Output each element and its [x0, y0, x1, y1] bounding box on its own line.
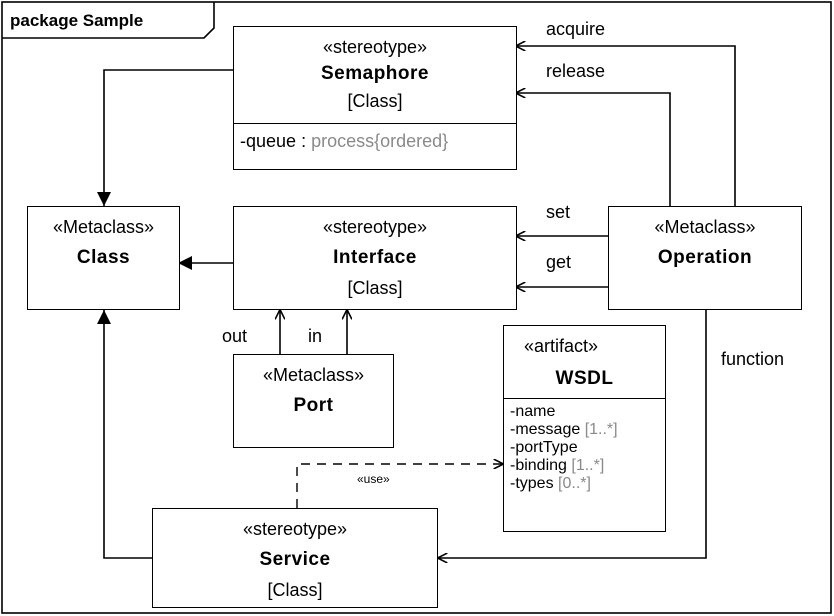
- semaphore-compartment-divider: [234, 123, 516, 124]
- operation-stereotype: «Metaclass»: [654, 217, 756, 237]
- attr-constraint: {ordered}: [374, 131, 449, 151]
- release-line: [516, 93, 671, 206]
- package-title: package Sample: [10, 11, 144, 30]
- interface-name: Interface: [333, 247, 417, 268]
- semaphore-class-box[interactable]: «stereotype» Semaphore [Class] -queue : …: [233, 26, 517, 170]
- service-to-class-line: [97, 310, 152, 559]
- acquire-line: [516, 46, 736, 206]
- interface-kind: [Class]: [347, 278, 403, 298]
- in-label: in: [308, 326, 323, 346]
- wsdl-name: WSDL: [555, 368, 614, 389]
- class-stereotype: «Metaclass»: [52, 217, 155, 237]
- service-name: Service: [259, 549, 331, 570]
- semaphore-stereotype: «stereotype»: [322, 37, 428, 57]
- package-tab: [2, 2, 215, 39]
- wsdl-attr-name: -types: [510, 475, 554, 492]
- wsdl-attr-row: -name: [510, 403, 618, 421]
- semaphore-to-class-line: [97, 69, 233, 206]
- wsdl-attr-name: -name: [510, 403, 556, 420]
- wsdl-attr-row: -types [0..*]: [510, 475, 618, 493]
- wsdl-artifact-box[interactable]: «artifact» WSDL -name -message [1..*] -p…: [503, 325, 666, 532]
- set-label: set: [546, 202, 571, 222]
- wsdl-compartment-divider: [504, 398, 665, 399]
- wsdl-attr-row: -portType: [510, 439, 618, 457]
- wsdl-attr-row: -message [1..*]: [510, 421, 618, 439]
- semaphore-kind: [Class]: [347, 91, 403, 111]
- out-label: out: [222, 326, 248, 346]
- semaphore-name: Semaphore: [321, 63, 429, 84]
- port-name: Port: [293, 395, 334, 416]
- use-dependency-line: [296, 464, 503, 508]
- wsdl-attr-name: -portType: [510, 439, 578, 456]
- wsdl-attr-mult: [1..*]: [566, 457, 605, 474]
- wsdl-attr-row: -binding [1..*]: [510, 457, 618, 475]
- wsdl-attr-mult: [0..*]: [553, 475, 591, 492]
- wsdl-attr-name: -message: [510, 421, 581, 438]
- service-stereotype: «stereotype»: [242, 519, 348, 539]
- port-metaclass-box[interactable]: «Metaclass» Port: [233, 354, 394, 448]
- service-class-box[interactable]: «stereotype» Service [Class]: [152, 508, 438, 608]
- attr-sep: :: [296, 131, 312, 151]
- wsdl-attr-name: -binding: [510, 457, 567, 474]
- release-label: release: [546, 61, 606, 81]
- semaphore-attribute: -queue : process{ordered}: [240, 131, 448, 152]
- function-label: function: [721, 349, 785, 369]
- attr-type: process: [311, 131, 375, 151]
- wsdl-stereotype: «artifact»: [524, 336, 599, 356]
- class-name: Class: [76, 247, 131, 268]
- service-kind: [Class]: [267, 580, 323, 600]
- operation-metaclass-box[interactable]: «Metaclass» Operation: [608, 206, 802, 310]
- attr-name: -queue: [240, 131, 297, 151]
- acquire-label: acquire: [546, 19, 606, 39]
- wsdl-attr-mult: [1..*]: [580, 421, 618, 438]
- function-line: [438, 310, 707, 558]
- class-metaclass-box[interactable]: «Metaclass» Class: [27, 206, 180, 310]
- operation-name: Operation: [657, 247, 753, 268]
- interface-class-box[interactable]: «stereotype» Interface [Class]: [233, 206, 517, 310]
- use-label: «use»: [357, 472, 390, 486]
- wsdl-attribute-list: -name -message [1..*] -portType -binding…: [510, 403, 618, 493]
- get-label: get: [546, 252, 572, 272]
- interface-stereotype: «stereotype»: [322, 217, 428, 237]
- port-stereotype: «Metaclass»: [262, 365, 365, 385]
